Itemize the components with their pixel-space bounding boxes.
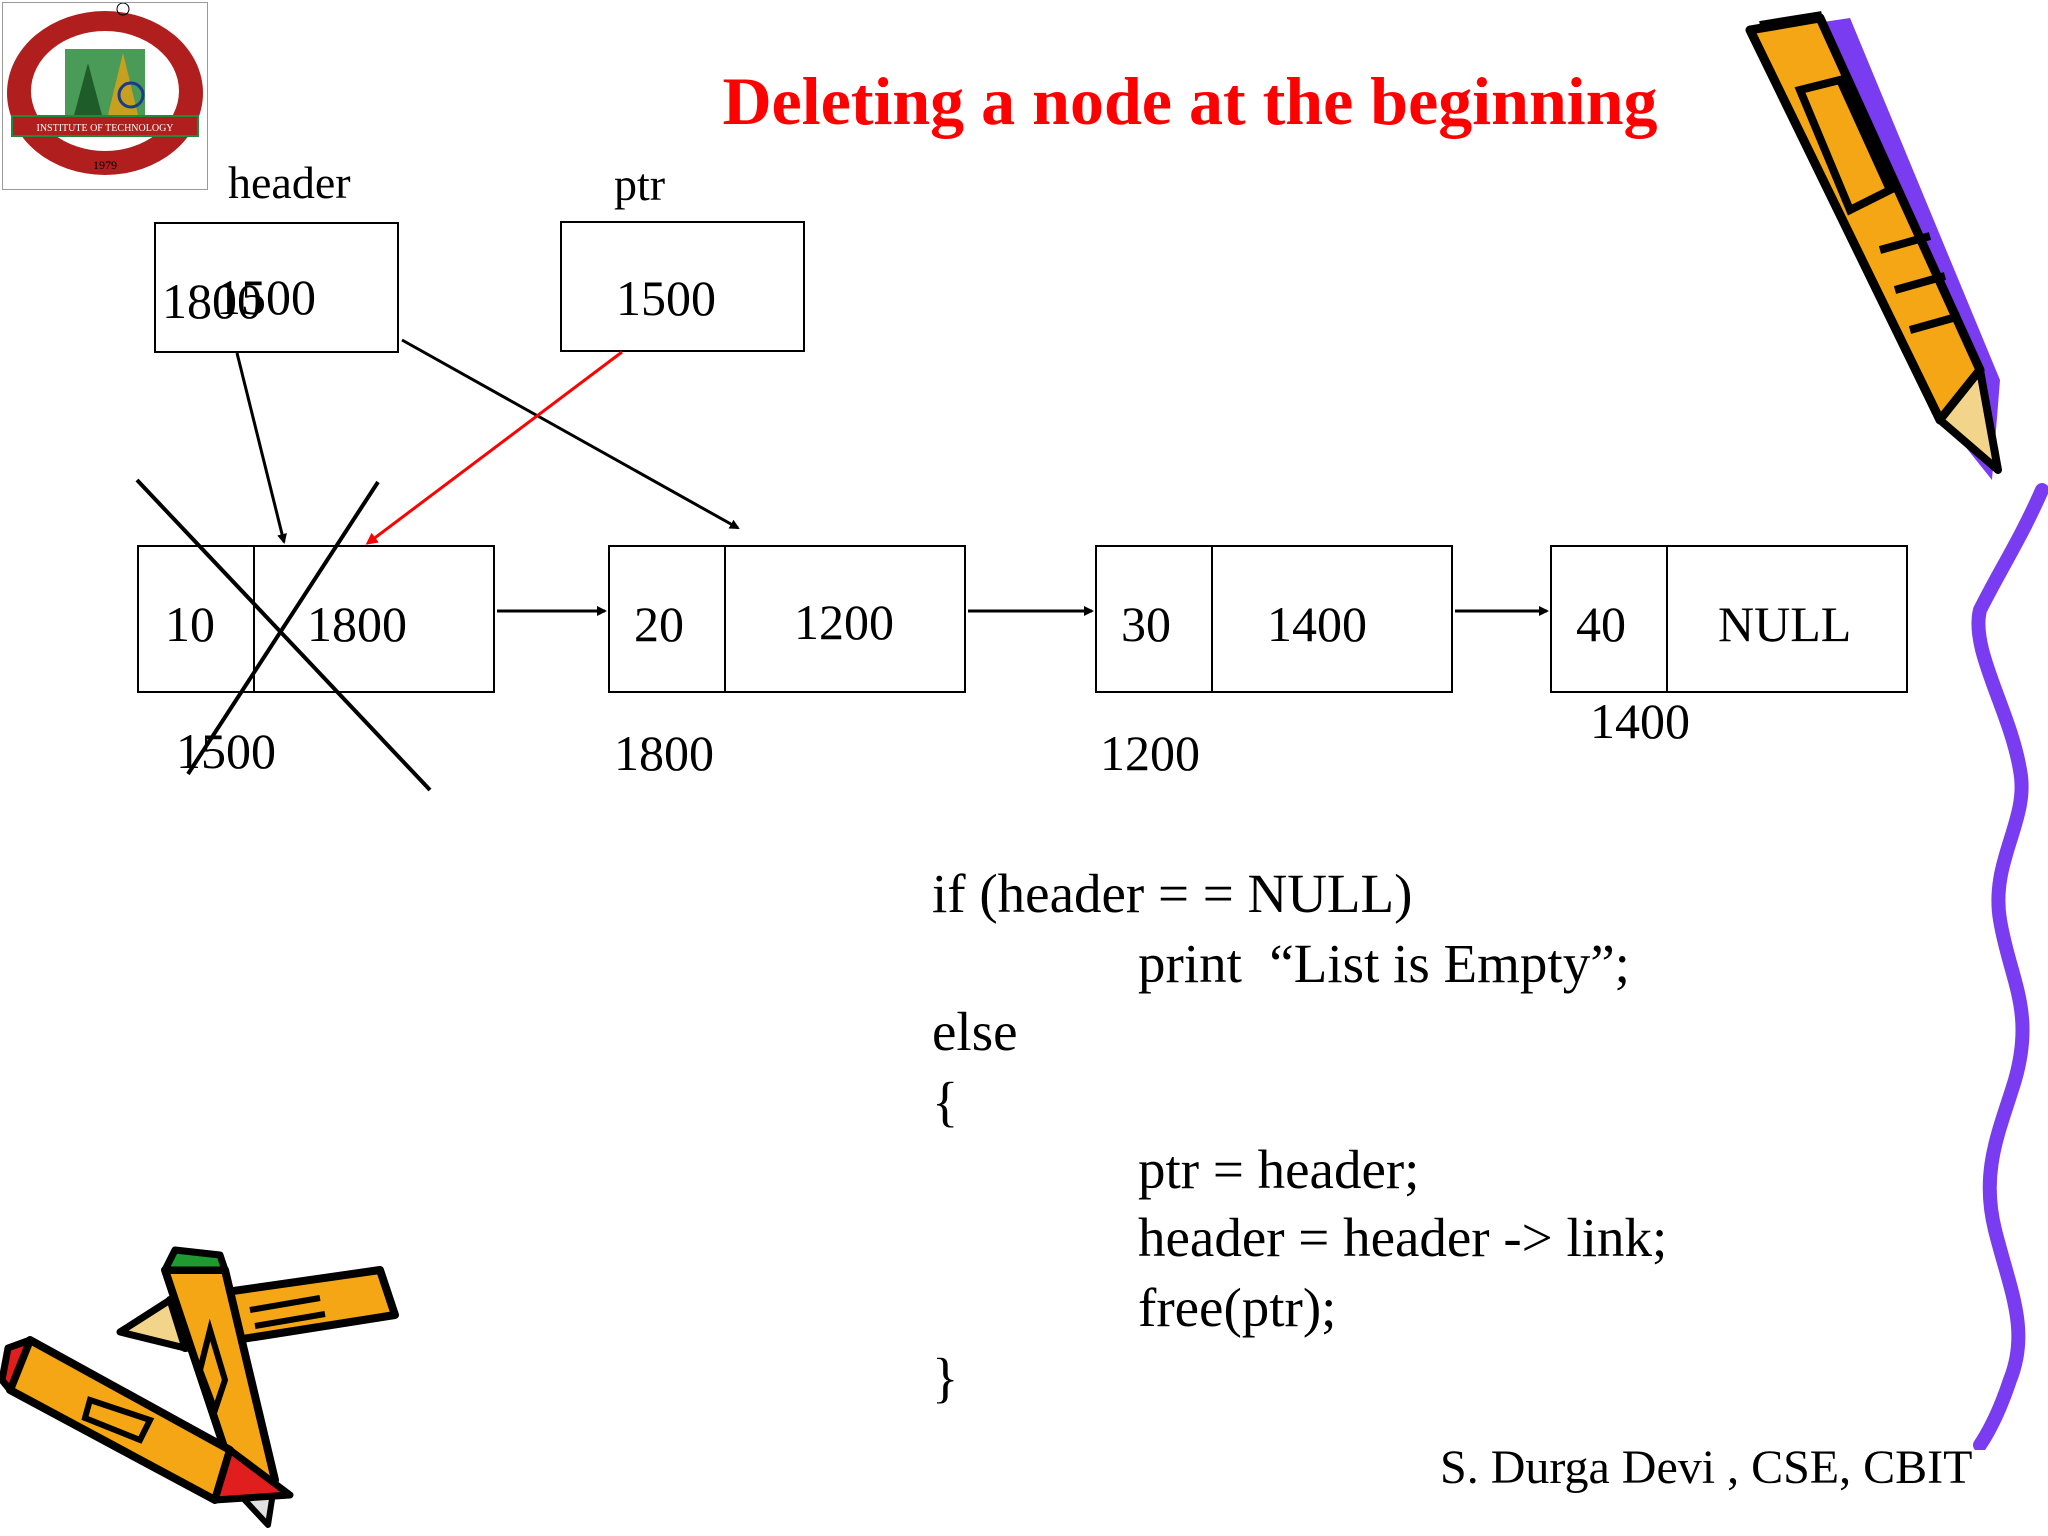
node-data: 30	[1121, 596, 1171, 652]
crayons-icon	[0, 1246, 399, 1528]
ptr-pointer-box: 1500	[560, 221, 805, 352]
node-address-4: 1400	[1590, 693, 1690, 749]
logo-year: 1979	[93, 158, 117, 172]
node-data: 10	[165, 596, 215, 652]
node-address-1: 1500	[176, 723, 276, 779]
pencil-icon	[1745, 11, 2002, 480]
code-line-2: print “List is Empty”;	[1138, 933, 1630, 994]
ptr-label: ptr	[614, 159, 666, 210]
list-node-3: 30 1400	[1095, 545, 1453, 693]
wavy-line-icon	[1971, 483, 2048, 1450]
code-line-1: if (header = = NULL)	[932, 863, 1413, 924]
node-address-3: 1200	[1100, 725, 1200, 781]
node-data: 40	[1576, 596, 1626, 652]
list-node-2: 20 1200	[608, 545, 966, 693]
header-old-arrow	[235, 352, 287, 544]
header-pointer-box: 1800 1500	[154, 222, 399, 353]
code-line-3: else	[932, 1001, 1018, 1062]
node-divider	[1666, 547, 1668, 691]
ptr-arrow	[365, 350, 623, 545]
institute-logo: INSTITUTE OF TECHNOLOGY 1979	[2, 2, 208, 190]
header-new-value: 1500	[216, 269, 316, 325]
code-line-6: header = header -> link;	[1138, 1207, 1668, 1268]
node-divider	[724, 547, 726, 691]
node-divider	[1211, 547, 1213, 691]
code-line-4: {	[932, 1071, 959, 1132]
header-new-arrow	[401, 338, 740, 530]
list-node-1: 10 1800	[137, 545, 495, 693]
logo-emblem-icon: INSTITUTE OF TECHNOLOGY 1979	[7, 2, 203, 175]
node-divider	[253, 547, 255, 691]
header-old-value: 1800	[162, 273, 262, 329]
footer-author: S. Durga Devi , CSE, CBIT	[1440, 1441, 1973, 1494]
node-link: 1800	[307, 596, 407, 652]
header-label: header	[228, 157, 351, 208]
code-line-8: }	[932, 1347, 959, 1408]
code-line-7: free(ptr);	[1138, 1277, 1337, 1338]
node-link: 1400	[1267, 596, 1367, 652]
slide-title: Deleting a node at the beginning	[722, 63, 1658, 139]
node-link: 1200	[794, 594, 894, 650]
list-node-4: 40 NULL	[1550, 545, 1908, 693]
ptr-value: 1500	[616, 270, 716, 326]
node-address-2: 1800	[614, 725, 714, 781]
code-line-5: ptr = header;	[1138, 1139, 1420, 1200]
logo-institution-text: INSTITUTE OF TECHNOLOGY	[36, 123, 173, 134]
node-data: 20	[634, 596, 684, 652]
node-link: NULL	[1718, 596, 1852, 652]
